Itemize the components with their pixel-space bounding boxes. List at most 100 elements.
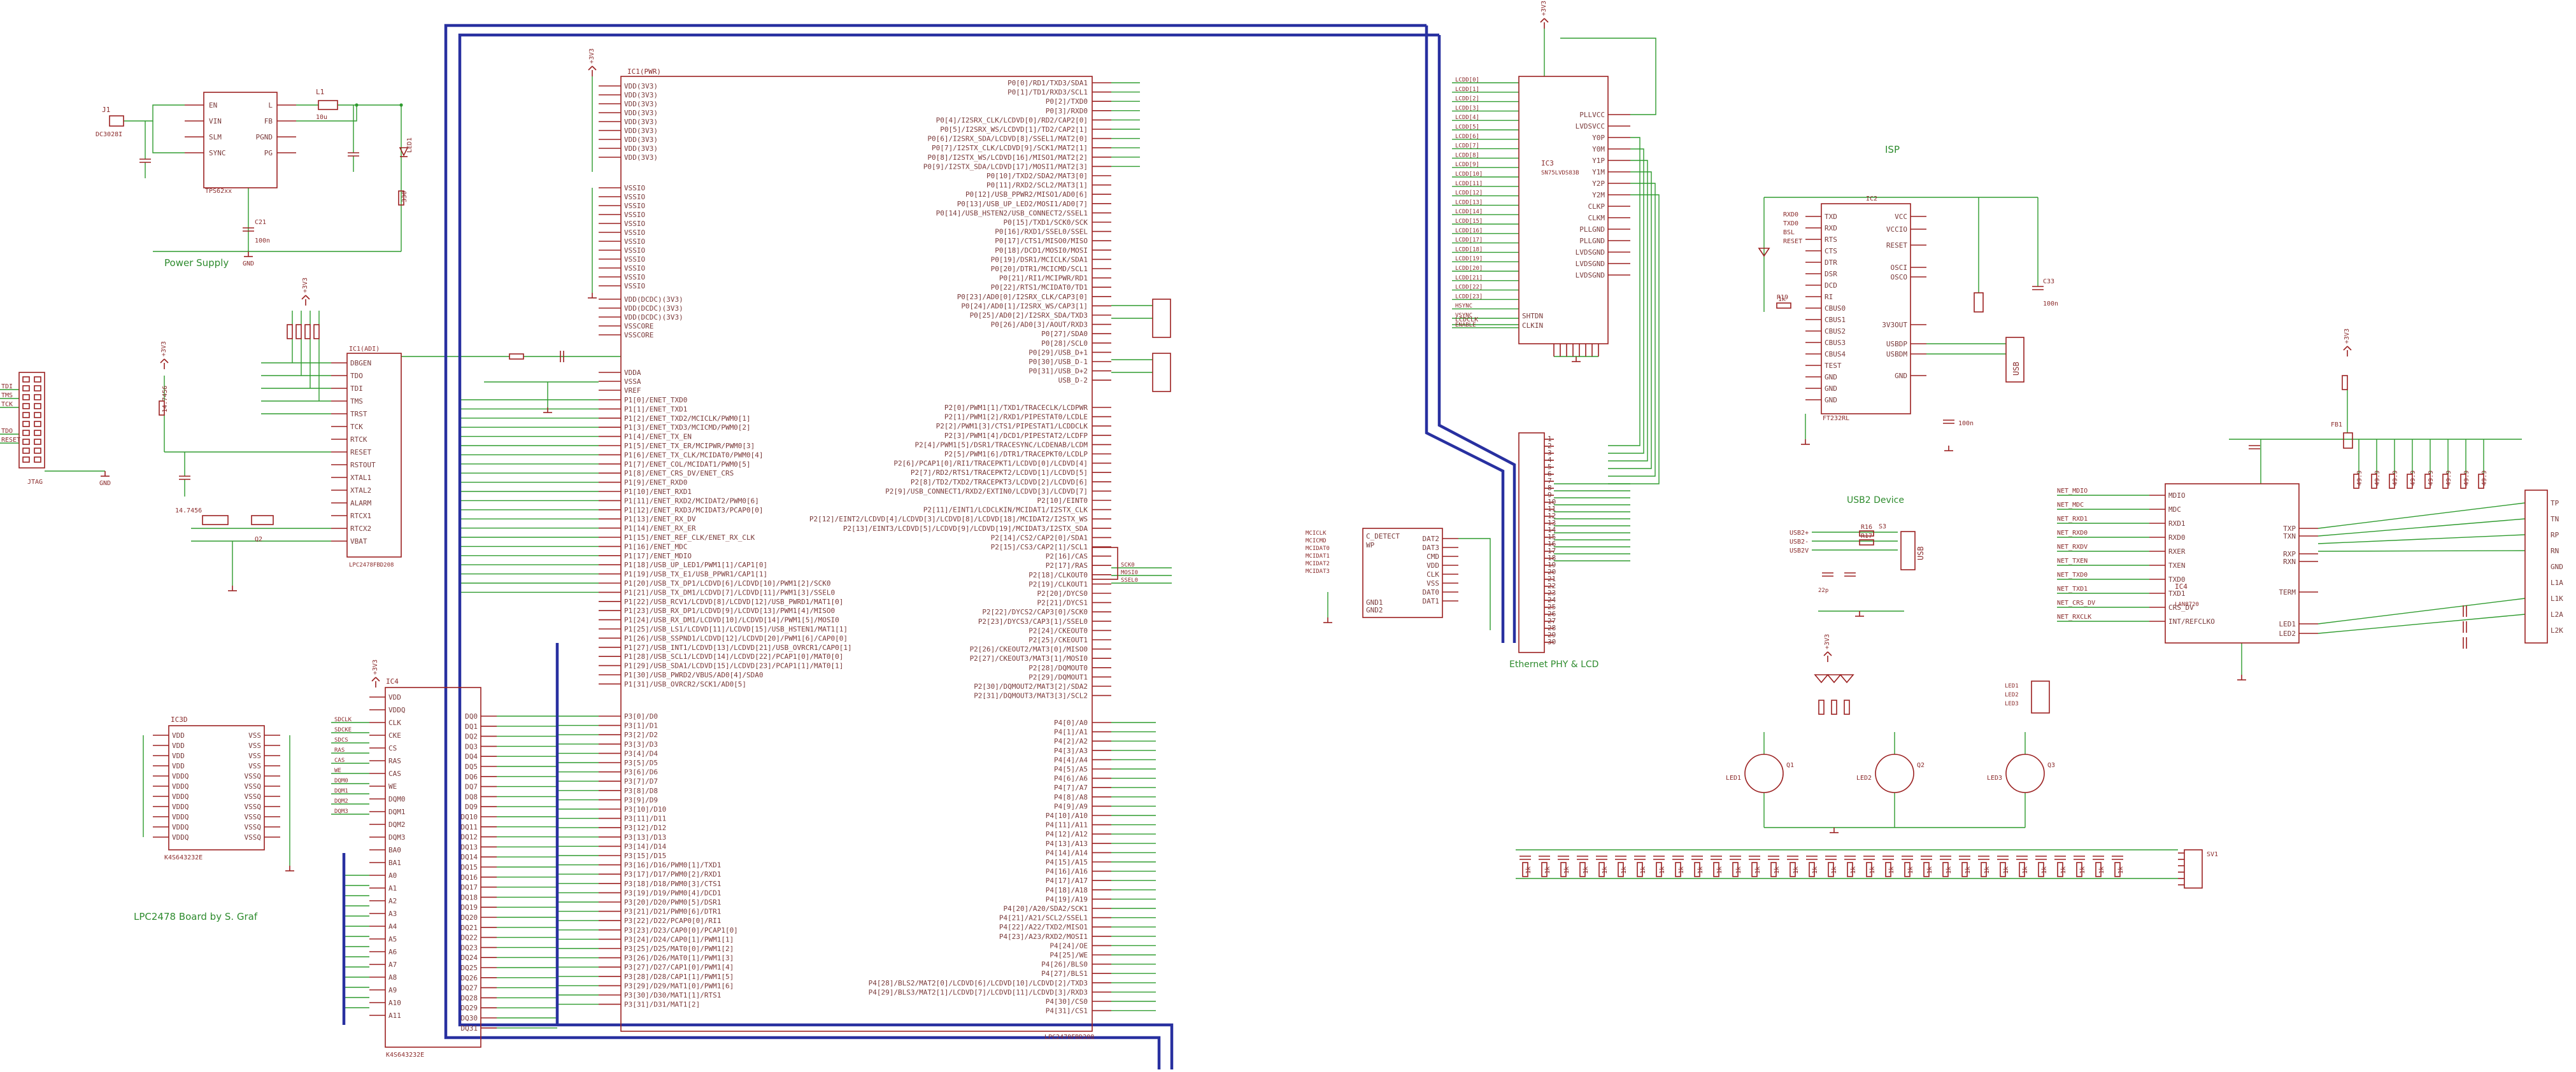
pin-label: P3[23]/D23/CAP0[0]/PCAP1[0]: [624, 926, 738, 934]
phy-net: NET_RXCLK: [2057, 614, 2091, 621]
pin-label: 16: [1548, 540, 1556, 548]
pin-label: TXEN: [2168, 561, 2186, 570]
resistor: [1675, 862, 1681, 877]
pin-label: OSCI: [1891, 264, 1908, 272]
pin-label: RI: [1825, 293, 1833, 301]
pin-label: DQ19: [461, 903, 478, 912]
pin-label: DQ1: [465, 723, 478, 731]
lvds-serializer: [1518, 76, 1609, 344]
pin-label: VSSIO: [624, 255, 645, 264]
pin-label: P2[27]/CKEOUT3/MAT3[1]/MOSI0: [970, 654, 1088, 663]
pin-label: P0[16]/RXD1/SSEL0/SSEL: [995, 228, 1088, 236]
pin-label: DAT3: [1423, 544, 1440, 552]
pin-label: DAT1: [1423, 597, 1440, 605]
resistor: [1618, 862, 1624, 877]
pin-label: P3[7]/D7: [624, 777, 658, 786]
pin-label: VSSIO: [624, 229, 645, 237]
pin-label: CKE: [388, 731, 401, 740]
pin-label: P2[19]/CLKOUT1: [1028, 580, 1088, 588]
pin-label: P1[4]/ENET_TX_EN: [624, 433, 692, 441]
pin-label: PLLVCC: [1579, 111, 1605, 119]
resistor: [1981, 862, 1987, 877]
resistor-value: 1k: [1926, 866, 1933, 874]
pin-label: P0[7]/I2STX_CLK/LCDVD[9]/SCK1/MAT2[1]: [932, 144, 1088, 152]
pin-label: A4: [388, 922, 397, 931]
pin-label: P2[21]/DYCS1: [1037, 599, 1088, 607]
pin-label: P3[27]/D27/CAP1[0]/PWM1[4]: [624, 963, 734, 971]
resistor-value: 49.9: [2374, 470, 2381, 486]
pin-label: P4[12]/A12: [1046, 830, 1088, 838]
header-pin: [22, 403, 30, 409]
pin-label: WE: [388, 782, 397, 791]
header-pin: [34, 421, 41, 427]
pin-label: DCD: [1825, 281, 1837, 290]
resistor-value: 1k: [1659, 866, 1666, 874]
pin-label: P1[9]/ENET_RXD0: [624, 479, 687, 487]
pin-label: RXER: [2168, 547, 2186, 556]
pin-label: P1[3]/ENET_TXD3/MCICMD/PWM0[2]: [624, 423, 751, 432]
pin-label: DQ10: [461, 813, 478, 821]
pin-label: P1[8]/ENET_CRS_DV/ENET_CRS: [624, 469, 734, 477]
led-conn-label: LED2: [2005, 692, 2019, 698]
jtag-net: TMS: [1, 392, 13, 399]
lcd-net: LCDD[8]: [1455, 152, 1479, 159]
pin-label: P2[30]/DQMOUT2/MAT3[2]/SDA2: [974, 682, 1088, 691]
pin-label: XTAL1: [350, 474, 371, 482]
resistor: [287, 324, 293, 339]
resistor: [1598, 862, 1605, 877]
lcd-net: VSYNC: [1455, 313, 1472, 319]
lcd-clk-net: LCDCLK: [1455, 316, 1478, 323]
jtag-net: TDO: [1, 428, 13, 435]
pin-label: DQ14: [461, 853, 478, 861]
pin-label: VSSQ: [245, 803, 262, 811]
header-pin: [22, 439, 30, 445]
pin-label: SYNC: [209, 149, 226, 157]
pin-label: P1[31]/USB_OVRCR2/SCK1/AD0[5]: [624, 680, 746, 688]
pin-label: P3[28]/D28/CAP1[1]/PWM1[5]: [624, 973, 734, 981]
pin-label: VCC: [1895, 213, 1907, 221]
c21-label: C21: [255, 219, 266, 226]
vcc-label: +3V3: [160, 341, 167, 356]
phy-net: NET_RXD1: [2057, 516, 2088, 523]
resistor: [1847, 862, 1853, 877]
usb-label: USB: [2012, 362, 2021, 376]
resistor-value: 1k: [1735, 866, 1742, 874]
resistor: [1579, 862, 1586, 877]
pin-label: P3[1]/D1: [624, 722, 658, 730]
pin-label: P0[21]/RI1/MCIPWR/RD1: [999, 274, 1088, 283]
sdram-net: SDCS: [334, 737, 348, 744]
pin-label: P0[0]/RD1/TXD3/SDA1: [1007, 79, 1088, 87]
sdram-net: DQM3: [334, 808, 348, 815]
pin-label: P2[16]/CAS: [1046, 553, 1088, 561]
pin-label: LVDSGND: [1576, 248, 1605, 257]
lcd-net: LCDD[5]: [1455, 124, 1479, 130]
resistor: [1904, 862, 1911, 877]
pin-label: PGND: [256, 133, 273, 141]
pin-label: DQ26: [461, 974, 478, 982]
pin-label: SHTDN: [1522, 312, 1543, 320]
resistor-value: 1k: [2022, 866, 2029, 874]
sd-net: MCIDAT3: [1306, 568, 1330, 575]
pin-label: P4[20]/A20/SDA2/SCK1: [1004, 905, 1088, 913]
pin-label: P4[19]/A19: [1046, 895, 1088, 903]
pin-label: VDD: [1427, 561, 1439, 570]
pin-label: PG: [264, 149, 273, 157]
resistor: [1713, 862, 1719, 877]
pin-label: 14: [1548, 526, 1556, 534]
pin-label: P1[10]/ENET_RXD1: [624, 488, 692, 496]
sdram-ic4-name: IC4: [386, 677, 399, 686]
resistor: [2076, 862, 2082, 877]
lcd-net: LCDD[16]: [1455, 228, 1483, 234]
pin-label: DQM1: [388, 808, 406, 816]
pin-label: GND: [1825, 384, 1837, 393]
pin-label: PLLGND: [1579, 237, 1605, 245]
resistor: [509, 353, 524, 360]
pin-label: P2[0]/PWM1[1]/TXD1/TRACECLK/LCDPWR: [944, 404, 1088, 412]
inductor: [318, 100, 338, 110]
pin-label: P3[13]/D13: [624, 833, 666, 842]
pin-label: P4[29]/BLS3/MAT2[1]/LCDVD[7]/LCDVD[11]/L…: [869, 988, 1088, 996]
led-label: LED1: [1726, 775, 1741, 782]
pin-label: P3[22]/D22/PCAP0[0]/RI1: [624, 917, 721, 925]
resistor-value: 1k: [2117, 866, 2124, 874]
pin-label: VDD(DCDC)(3V3): [624, 313, 683, 321]
